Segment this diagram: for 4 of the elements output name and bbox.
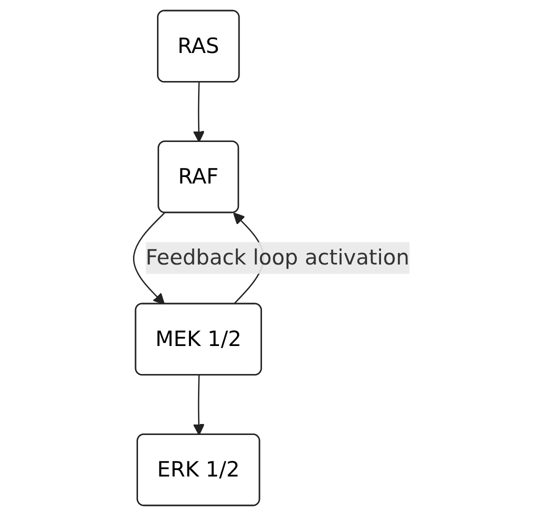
arrow	[193, 375, 205, 436]
arrow	[193, 82, 205, 142]
arrow	[133, 212, 165, 305]
edge-label: Feedback loop activation	[146, 244, 410, 270]
